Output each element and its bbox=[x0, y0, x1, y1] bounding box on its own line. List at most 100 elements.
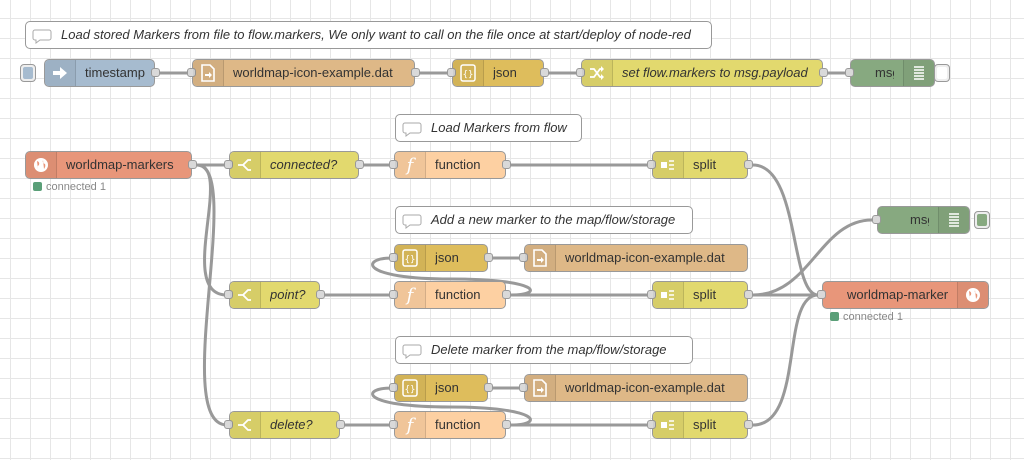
comment-load-stored[interactable]: Load stored Markers from file to flow.ma… bbox=[25, 21, 712, 49]
input-port[interactable] bbox=[389, 383, 398, 392]
inject-node-timestamp[interactable]: timestamp bbox=[44, 59, 160, 87]
wire bbox=[752, 163, 819, 297]
input-port[interactable] bbox=[519, 383, 528, 392]
svg-text:{}: {} bbox=[405, 385, 416, 395]
input-port[interactable] bbox=[845, 68, 854, 77]
file-out-node-delete[interactable]: worldmap-icon-example.dat bbox=[519, 374, 748, 402]
output-port[interactable] bbox=[355, 160, 364, 169]
comment-add-marker[interactable]: Add a new marker to the map/flow/storage bbox=[395, 206, 693, 234]
file-in-node-read[interactable]: worldmap-icon-example.dat bbox=[187, 59, 420, 87]
switch-node-point[interactable]: point? bbox=[224, 281, 325, 309]
output-port[interactable] bbox=[336, 420, 345, 429]
node-label: msg bbox=[875, 65, 894, 80]
wire bbox=[752, 218, 873, 297]
file-icon bbox=[525, 245, 556, 271]
output-port[interactable] bbox=[744, 290, 753, 299]
input-port[interactable] bbox=[389, 253, 398, 262]
output-port[interactable] bbox=[484, 383, 493, 392]
debug-list-icon bbox=[938, 207, 969, 233]
file-out-node-add[interactable]: worldmap-icon-example.dat bbox=[519, 244, 748, 272]
comment-bubble-icon bbox=[402, 344, 422, 359]
comment-label: Load Markers from flow bbox=[431, 120, 567, 135]
json-node-delete[interactable]: {} json bbox=[389, 374, 493, 402]
output-port[interactable] bbox=[502, 290, 511, 299]
input-port[interactable] bbox=[647, 290, 656, 299]
input-port[interactable] bbox=[224, 160, 233, 169]
status-connected: connected 1 bbox=[33, 181, 106, 193]
node-label: worldmap-icon-example.dat bbox=[565, 250, 725, 265]
output-port[interactable] bbox=[502, 420, 511, 429]
input-port[interactable] bbox=[389, 290, 398, 299]
split-node-3[interactable]: split bbox=[647, 411, 753, 439]
wire bbox=[752, 293, 819, 427]
input-port[interactable] bbox=[817, 290, 826, 299]
arrow-in-icon bbox=[45, 60, 76, 86]
file-icon bbox=[525, 375, 556, 401]
split-node-1[interactable]: split bbox=[647, 151, 753, 179]
output-port[interactable] bbox=[411, 68, 420, 77]
debug-node-top[interactable]: msg bbox=[845, 59, 935, 87]
function-icon: f bbox=[395, 152, 426, 178]
output-port[interactable] bbox=[819, 68, 828, 77]
status-dot bbox=[830, 312, 839, 321]
comment-bubble-icon bbox=[402, 122, 422, 137]
change-node-set-markers[interactable]: set flow.markers to msg.payload bbox=[576, 59, 828, 87]
output-port[interactable] bbox=[744, 420, 753, 429]
switch-icon bbox=[230, 152, 261, 178]
worldmap-in-node[interactable]: worldmap-markers bbox=[25, 151, 197, 179]
output-port[interactable] bbox=[151, 68, 160, 77]
comment-load-from-flow[interactable]: Load Markers from flow bbox=[395, 114, 582, 142]
switch-node-connected[interactable]: connected? bbox=[224, 151, 364, 179]
wire bbox=[371, 386, 532, 427]
input-port[interactable] bbox=[224, 290, 233, 299]
shuffle-icon bbox=[582, 60, 613, 86]
function-node-2[interactable]: f function bbox=[389, 281, 511, 309]
debug-toggle-button[interactable] bbox=[974, 211, 990, 229]
input-port[interactable] bbox=[872, 215, 881, 224]
input-port[interactable] bbox=[519, 253, 528, 262]
output-port[interactable] bbox=[484, 253, 493, 262]
node-label: split bbox=[693, 287, 717, 302]
globe-icon bbox=[26, 152, 57, 178]
input-port[interactable] bbox=[187, 68, 196, 77]
output-port[interactable] bbox=[502, 160, 511, 169]
output-port[interactable] bbox=[316, 290, 325, 299]
worldmap-out-node[interactable]: worldmap-markers bbox=[817, 281, 989, 309]
function-node-3[interactable]: f function bbox=[389, 411, 511, 439]
file-icon bbox=[193, 60, 224, 86]
split-icon bbox=[653, 282, 684, 308]
globe-icon bbox=[957, 282, 988, 308]
output-port[interactable] bbox=[188, 160, 197, 169]
input-port[interactable] bbox=[224, 420, 233, 429]
input-port[interactable] bbox=[389, 160, 398, 169]
switch-node-delete[interactable]: delete? bbox=[224, 411, 345, 439]
input-port[interactable] bbox=[576, 68, 585, 77]
output-port[interactable] bbox=[744, 160, 753, 169]
node-label: msg bbox=[910, 212, 929, 227]
node-label: worldmap-markers bbox=[66, 157, 174, 172]
node-label: split bbox=[693, 417, 717, 432]
input-port[interactable] bbox=[647, 420, 656, 429]
input-port[interactable] bbox=[389, 420, 398, 429]
debug-toggle-button[interactable] bbox=[934, 64, 950, 82]
split-icon bbox=[653, 152, 684, 178]
output-port[interactable] bbox=[540, 68, 549, 77]
debug-node-mid[interactable]: msg bbox=[872, 206, 970, 234]
switch-icon bbox=[230, 412, 261, 438]
node-label: point? bbox=[270, 287, 306, 302]
json-node-top[interactable]: {} json bbox=[447, 59, 549, 87]
input-port[interactable] bbox=[447, 68, 456, 77]
comment-delete-marker[interactable]: Delete marker from the map/flow/storage bbox=[395, 336, 693, 364]
split-node-2[interactable]: split bbox=[647, 281, 753, 309]
input-port[interactable] bbox=[647, 160, 656, 169]
node-label: json bbox=[493, 65, 517, 80]
node-label: set flow.markers to msg.payload bbox=[622, 65, 808, 80]
json-node-add[interactable]: {} json bbox=[389, 244, 493, 272]
comment-bubble-icon bbox=[32, 29, 52, 44]
function-node-1[interactable]: f function bbox=[389, 151, 511, 179]
inject-button[interactable] bbox=[20, 64, 36, 82]
wire bbox=[371, 256, 532, 297]
node-label: worldmap-markers bbox=[847, 287, 948, 302]
